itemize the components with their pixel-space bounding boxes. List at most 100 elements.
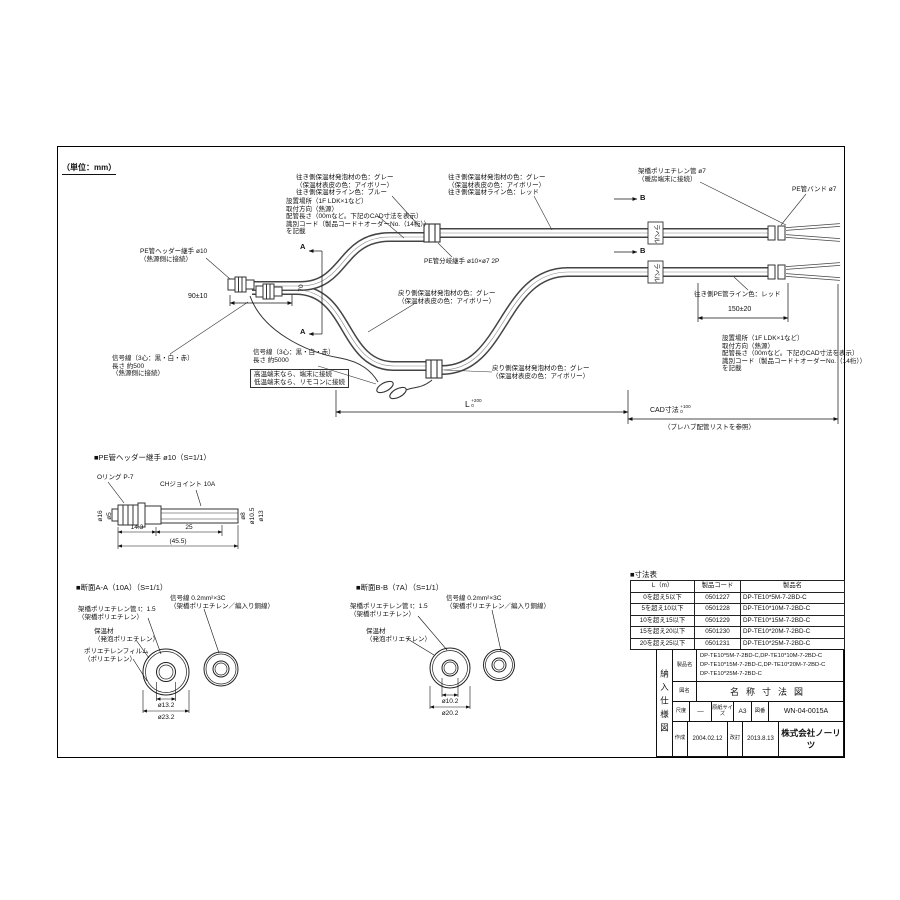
size-table: L（m） 製品コード 製品名 0を超え5以下 0501227 DP-TE10*5… [630,580,845,650]
ch-joint-label: CHジョイント 10A [160,481,216,488]
section-a-film-label: ポリエチレンフィルム （ポリエチレン） [84,648,149,663]
oring-label: Oリング P-7 [97,474,134,481]
product-label: 製品名 [673,650,697,681]
detail-dia-8: ø8 [240,512,247,520]
dim-cad: CAD寸法 +100 0 [650,404,691,415]
dim-cad-tol-down: 0 [680,409,683,414]
signal-long-subnote: 高温端末なら、端末に接続 低温端末なら、リモコンに接続 [250,369,349,389]
cell-code: 0501231 [694,637,741,650]
section-b-insulation-label: 保温材 （発泡ポリエチレン） [366,628,431,643]
dim-cad-tolerance: +100 0 [680,404,691,415]
dim-70-rotated: 70 [298,284,305,292]
scale-value: ― [690,702,712,721]
cell-name: DP-TE10*15M-7-2BD-C [740,614,845,627]
pipe-assembly [252,228,770,375]
scale-row: 尺度 ― 原紙サイズ A3 図番 WN-04-0015A [673,702,843,722]
label-tag-lower: ラベル [653,263,661,283]
unit-note: （単位：mm） [62,162,117,175]
dim-L: L +200 0 [465,398,482,409]
pipe-band-fittings [767,225,786,280]
section-a-dia-outer: ø23.2 [158,714,175,721]
header-joint-fitting [227,276,283,300]
branch-joint-fittings [423,223,443,379]
signal-long-note: 信号線（3心：黒・白・赤） 長さ 約5000 [253,349,335,364]
dim-L-tol-up: +200 [471,398,482,404]
section-b-dia-outer: ø20.2 [442,710,459,717]
cell-name: DP-TE10*10M-7-2BD-C [740,603,845,616]
date-row: 作成 2004.02.12 改訂 2013.8.13 株式会社ノーリツ [673,722,843,756]
section-a-pipe-label: 架橋ポリエチレン管 t：1.5 （架橋ポリエチレン） [78,606,156,621]
table-row: 10を超え15以下 0501229 DP-TE10*15M-7-2BD-C [630,614,845,627]
col-header-name: 製品名 [740,580,845,593]
section-b-dia-inner: ø10.2 [442,698,459,705]
product-row: 製品名 DP-TE10*5M-7-2BD-C,DP-TE10*10M-7-2BD… [673,650,843,682]
detail-dia-16: ø16 [97,510,104,522]
cell-length: 10を超え15以下 [630,614,695,627]
title-block: 納入仕様図 製品名 DP-TE10*5M-7-2BD-C,DP-TE10*10M… [656,649,844,757]
section-a-drawing [142,648,239,696]
section-a-dims [132,608,220,713]
dim-L-tol-down: 0 [471,403,474,408]
section-b-drawing [429,647,515,689]
instruction-note-left: 設置場所（1F LDK×1など） 取付方向（熱源） 配管長さ（00mなど。下記の… [286,198,431,236]
detail-title: ■PE管ヘッダー継手 ø10（S=1/1） [94,453,211,462]
xpe-pipe-note: 架橋ポリエチレン管 ø7 （暖房端末に接続） [638,168,706,183]
detail-dia-10-5: ø10.5 [249,507,256,524]
supply-line-red-note: 往き側PE管ライン色：レッド [694,291,781,298]
created-label: 作成 [673,722,688,756]
section-a-insulation-label: 保温材 （発泡ポリエチレン） [94,628,159,643]
dim-cad-name: CAD寸法 [650,407,679,414]
scale-label: 尺度 [673,702,690,721]
cell-length: 15を超え20以下 [630,626,695,639]
revised-date: 2013.8.13 [743,722,779,756]
table-row: 0を超え5以下 0501227 DP-TE10*5M-7-2BD-C [630,591,845,604]
label-wraps [647,221,664,284]
doc-type-vertical: 納入仕様図 [657,650,673,756]
company-logo: 株式会社ノーリツ [781,728,841,750]
signal-line [249,295,433,400]
section-b-pipe-label: 架橋ポリエチレン管 t：1.5 （架橋ポリエチレン） [350,603,428,618]
table-row: 20を超え25以下 0501231 DP-TE10*25M-7-2BD-C [630,637,845,650]
signal-short-note: 信号線（3心：黒・白・赤） 長さ 約500 （熱源側に接続） [112,355,194,378]
cell-name: DP-TE10*25M-7-2BD-C [740,637,845,650]
return-lower-color-note: 戻り側保温材発泡材の色：グレー （保温材表皮の色：アイボリー） [492,365,590,380]
table-row: 15を超え20以下 0501230 DP-TE10*20M-7-2BD-C [630,626,845,639]
instruction-note-right: 設置場所（1F LDK×1など） 取付方向（熱源） 配管長さ（00mなど。下記の… [722,335,867,373]
cell-code: 0501227 [694,591,741,604]
section-a-dia-inner: ø13.2 [158,702,175,709]
section-marker-a-bottom: A [300,327,306,336]
detail-fitting-dims [107,481,239,549]
section-b-dims [405,609,502,709]
drawing-border [57,146,845,758]
cell-length: 5を超え10以下 [630,603,695,616]
dim-90: 90±10 [188,293,208,300]
col-header-length: L（m） [630,580,695,593]
detail-dim-14-3: 14.3 [131,524,144,531]
dim-cad-tol-up: +100 [680,404,691,410]
dim-L-tolerance: +200 0 [471,398,482,409]
cell-code: 0501230 [694,626,741,639]
header-joint-note: PE管ヘッダー継手 ø10 （熱源側に接続） [140,248,208,263]
col-header-code: 製品コード [694,580,741,593]
drawing-name-value: 名称寸法図 [729,687,810,697]
created-date: 2004.02.12 [688,722,728,756]
detail-dim-25: 25 [185,524,193,531]
detail-dim-total: (45.5) [170,538,187,545]
drawing-number-label: 図番 [752,702,769,721]
label-tag-upper: ラベル [653,224,661,244]
dim-L-name: L [465,399,470,409]
product-values: DP-TE10*5M-7-2BD-C,DP-TE10*10M-7-2BD-C D… [700,653,826,677]
supply-right-color-note: 往き側保温材発泡材の色：グレー （保温材表皮の色：アイボリー） 往き側保温材ライ… [448,174,546,197]
paper-size-value: A3 [734,702,752,721]
section-b-signal-label: 信号線 0.2mm²×3C （架橋ポリエチレン／編入り銅線） [446,595,550,610]
detail-dia-5: ø5 [106,512,113,520]
section-marker-b-top: B [640,193,646,202]
branch-joint-note: PE管分岐継手 ø10×ø7 2P [424,258,500,265]
pe-band-note: PE管バンド ø7 [792,186,837,193]
drawing-name-row: 図名 名称寸法図 [673,682,843,702]
drawing-number-value: WN-04-0015A [783,708,829,715]
detail-fitting-drawing [111,502,239,528]
title-block-body: 製品名 DP-TE10*5M-7-2BD-C,DP-TE10*10M-7-2BD… [673,650,843,756]
